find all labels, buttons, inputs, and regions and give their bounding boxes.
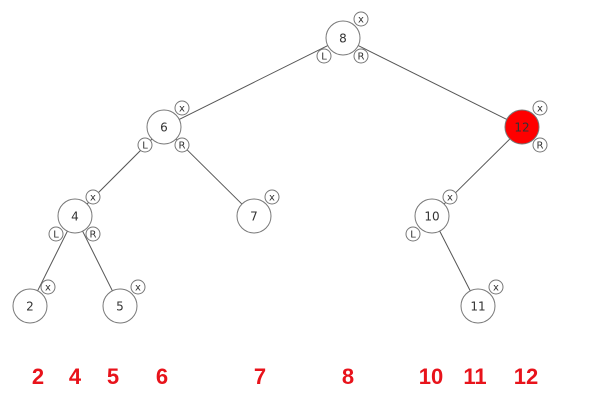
svg-text:x: x <box>447 193 453 204</box>
node-label: 8 <box>339 32 347 46</box>
add-right-child-button[interactable]: R <box>532 137 548 153</box>
add-left-child-button[interactable]: L <box>405 226 421 242</box>
delete-node-button[interactable]: x <box>353 11 369 27</box>
delete-node-button[interactable]: x <box>532 100 548 116</box>
svg-text:L: L <box>53 230 59 241</box>
tree-node-12[interactable]: 12 xR <box>504 100 548 153</box>
tree-edge <box>357 45 508 120</box>
delete-node-button[interactable]: x <box>264 189 280 205</box>
tree-edge <box>178 45 329 120</box>
inorder-value: 6 <box>155 364 169 389</box>
delete-node-button[interactable]: x <box>488 279 504 295</box>
node-label: 10 <box>424 210 439 224</box>
svg-text:x: x <box>90 193 96 204</box>
svg-text:R: R <box>179 141 186 152</box>
add-right-child-button[interactable]: R <box>85 226 101 242</box>
tree-node-10[interactable]: 10 xL <box>405 189 458 242</box>
node-label: 7 <box>250 210 258 224</box>
node-circle[interactable] <box>236 198 272 234</box>
node-label: 6 <box>160 121 168 135</box>
node-label: 4 <box>71 210 79 224</box>
svg-text:x: x <box>358 15 364 26</box>
tree-node-8[interactable]: 8xL R <box>316 11 369 64</box>
tree-node-11[interactable]: 11 x <box>460 279 504 324</box>
tree-node-7[interactable]: 7x <box>236 189 280 234</box>
add-right-child-button[interactable]: R <box>353 48 369 64</box>
tree-node-2[interactable]: 2x <box>12 279 56 324</box>
svg-text:x: x <box>45 283 51 294</box>
edges-layer <box>37 45 511 292</box>
add-left-child-button[interactable]: L <box>316 48 332 64</box>
svg-text:L: L <box>142 141 148 152</box>
tree-node-4[interactable]: 4xL R <box>48 189 101 242</box>
node-circle[interactable] <box>57 198 93 234</box>
tree-edge <box>82 230 113 292</box>
inorder-value: 4 <box>68 364 82 389</box>
node-label: 5 <box>116 300 124 314</box>
svg-text:x: x <box>493 283 499 294</box>
node-circle[interactable] <box>12 288 48 324</box>
inorder-value: 5 <box>106 364 120 389</box>
inorder-value: 11 <box>463 364 487 389</box>
delete-node-button[interactable]: x <box>442 189 458 205</box>
tree-node-5[interactable]: 5x <box>102 279 146 324</box>
node-label: 2 <box>26 300 34 314</box>
tree-edge <box>439 230 471 292</box>
inorder-value: 10 <box>418 364 444 389</box>
svg-text:x: x <box>537 104 543 115</box>
delete-node-button[interactable]: x <box>85 189 101 205</box>
svg-text:R: R <box>90 230 97 241</box>
tree-edge <box>37 230 68 292</box>
node-circle[interactable] <box>325 20 361 56</box>
node-circle[interactable] <box>504 109 540 145</box>
node-circle[interactable] <box>414 198 450 234</box>
tree-node-6[interactable]: 6xL R <box>137 100 190 153</box>
inorder-value: 7 <box>253 364 267 389</box>
inorder-value: 12 <box>513 364 539 389</box>
inorder-value: 2 <box>31 364 45 389</box>
svg-text:x: x <box>135 283 141 294</box>
add-left-child-button[interactable]: L <box>48 226 64 242</box>
svg-text:R: R <box>358 52 365 63</box>
svg-text:L: L <box>321 52 327 63</box>
svg-text:x: x <box>179 104 185 115</box>
svg-text:R: R <box>537 141 544 152</box>
delete-node-button[interactable]: x <box>40 279 56 295</box>
node-label: 12 <box>514 121 529 135</box>
node-circle[interactable] <box>460 288 496 324</box>
node-circle[interactable] <box>146 109 182 145</box>
inorder-value: 8 <box>341 364 355 389</box>
add-left-child-button[interactable]: L <box>137 137 153 153</box>
node-label: 11 <box>470 300 485 314</box>
node-circle[interactable] <box>102 288 138 324</box>
delete-node-button[interactable]: x <box>174 100 190 116</box>
svg-text:x: x <box>269 193 275 204</box>
delete-node-button[interactable]: x <box>130 279 146 295</box>
add-right-child-button[interactable]: R <box>174 137 190 153</box>
svg-text:L: L <box>410 230 416 241</box>
